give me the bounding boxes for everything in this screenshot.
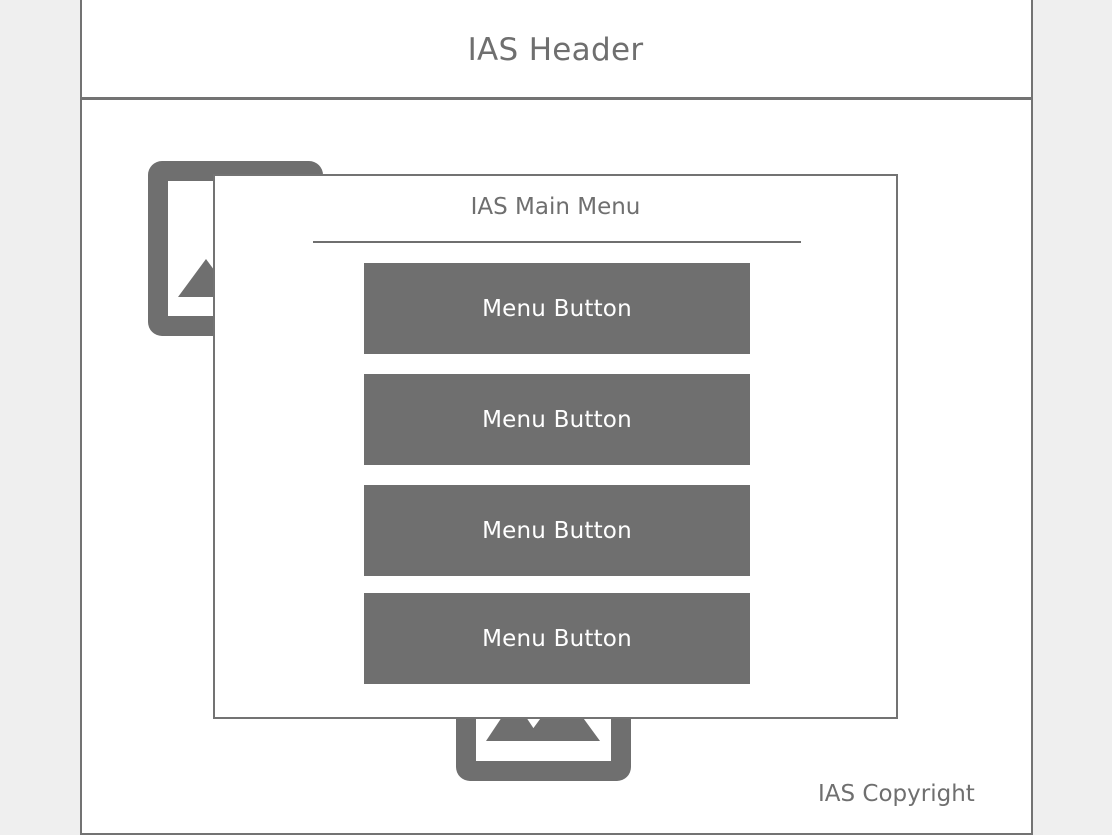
menu-button-label: Menu Button — [482, 406, 632, 433]
menu-button-3[interactable]: Menu Button — [364, 485, 750, 576]
menu-button-label: Menu Button — [482, 517, 632, 544]
menu-button-label: Menu Button — [482, 625, 632, 652]
main-menu-dialog: IAS Main Menu Menu Button Menu Button Me… — [213, 174, 898, 719]
menu-button-4[interactable]: Menu Button — [364, 593, 750, 684]
menu-button-2[interactable]: Menu Button — [364, 374, 750, 465]
header-title: IAS Header — [467, 31, 644, 68]
menu-divider — [313, 241, 801, 243]
menu-title: IAS Main Menu — [470, 194, 641, 220]
menu-button-1[interactable]: Menu Button — [364, 263, 750, 354]
copyright-text: IAS Copyright — [818, 781, 975, 807]
menu-button-label: Menu Button — [482, 295, 632, 322]
page-header: IAS Header — [80, 0, 1031, 100]
